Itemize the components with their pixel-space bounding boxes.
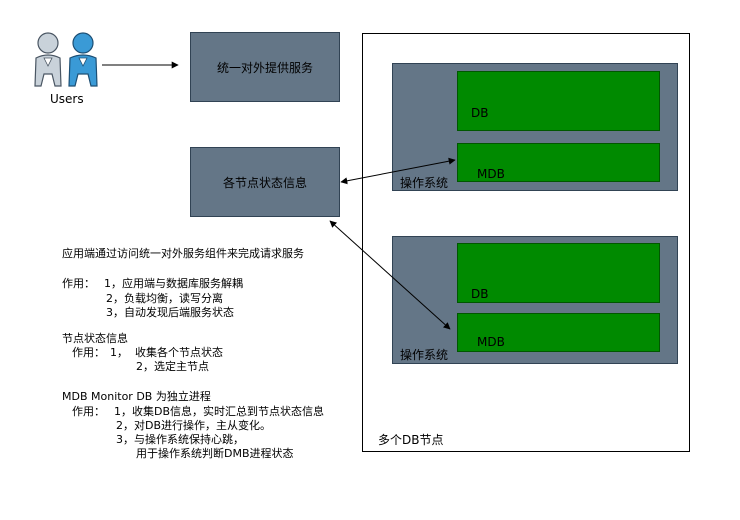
mdb-role-item-3: 3，与操作系统保持心跳， <box>116 433 244 446</box>
node-status-box: 各节点状态信息 <box>190 147 340 217</box>
multi-db-label: 多个DB节点 <box>378 433 444 447</box>
mdb-box-1 <box>457 143 660 182</box>
status-role-item-1: 1， 收集各个节点状态 <box>110 346 223 359</box>
status-title: 节点状态信息 <box>62 332 128 345</box>
mdb-role-item-1: 1，收集DB信息，实时汇总到节点状态信息 <box>114 405 325 418</box>
status-role-item-2: 2，选定主节点 <box>136 360 209 373</box>
users-label: Users <box>50 92 84 106</box>
db-box-2 <box>457 243 660 303</box>
notes-intro: 应用端通过访问统一对外服务组件来完成请求服务 <box>62 247 304 260</box>
mdb-role-item-4: 用于操作系统判断DMB进程状态 <box>136 447 294 460</box>
mdb-box-2 <box>457 313 660 352</box>
db-label-2: DB <box>471 287 489 301</box>
role-item-1: 1，应用端与数据库服务解耦 <box>104 277 243 290</box>
mdb-title: MDB Monitor DB 为独立进程 <box>62 390 211 403</box>
unified-service-box: 统一对外提供服务 <box>190 32 340 102</box>
mdb-label-1: MDB <box>477 167 505 181</box>
mdb-role-title: 作用： <box>72 405 105 418</box>
role-title: 作用： <box>62 277 95 290</box>
os-label-2: 操作系统 <box>400 348 449 362</box>
db-box-1 <box>457 71 660 131</box>
node-status-label: 各节点状态信息 <box>222 175 307 190</box>
status-role-title: 作用： <box>72 346 105 359</box>
user-blue-icon <box>68 32 98 87</box>
unified-service-label: 统一对外提供服务 <box>216 60 313 75</box>
db-label-1: DB <box>471 106 489 120</box>
role-item-2: 2，负载均衡，读写分离 <box>106 292 223 305</box>
user-grey-icon <box>34 32 62 87</box>
status-to-mdb1-arrow <box>340 157 456 185</box>
mdb-role-item-2: 2，对DB进行操作，主从变化。 <box>116 419 272 432</box>
mdb-label-2: MDB <box>477 335 505 349</box>
status-to-mdb2-arrow <box>329 220 451 330</box>
role-item-3: 3，自动发现后端服务状态 <box>106 306 234 319</box>
